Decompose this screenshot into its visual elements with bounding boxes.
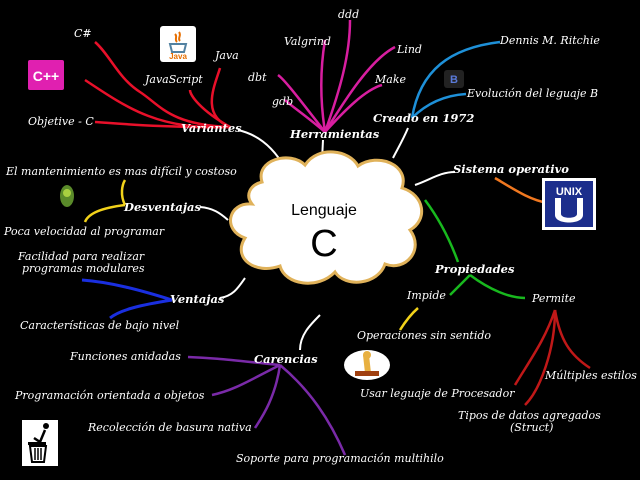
leaf-javascript[interactable]: JavaScript: [145, 73, 203, 86]
link-ddd: [323, 19, 352, 133]
leaf-modulares-line2[interactable]: programas modulares: [22, 262, 145, 275]
leaf-modulares-line1[interactable]: Facilidad para realizar: [18, 250, 145, 263]
leaf-ddd[interactable]: ddd: [338, 8, 360, 21]
node-ventajas[interactable]: Ventajas: [170, 292, 225, 306]
permite-connectors: [513, 309, 591, 406]
leaf-tipos-line1[interactable]: Tipos de datos agregados: [458, 409, 601, 422]
cartoon-figure-icon: [343, 347, 391, 381]
leaf-lenta[interactable]: Poca velocidad al programar: [4, 225, 165, 238]
trash-bin-icon: [22, 420, 58, 466]
link-gdb: [284, 99, 326, 133]
leaf-multiples[interactable]: Múltiples estilos: [545, 369, 637, 382]
ventajas-connectors: [81, 278, 173, 320]
link-csharp: [94, 41, 231, 129]
node-herramientas[interactable]: Herramientas: [290, 127, 380, 141]
leaf-objc[interactable]: Objetive - C: [28, 115, 94, 128]
java-logo-icon: Java: [160, 26, 196, 62]
link-mantenimiento: [120, 179, 127, 206]
link-objc: [94, 120, 231, 129]
leaf-lind[interactable]: Lind: [397, 43, 422, 56]
leaf-java[interactable]: Java: [215, 49, 239, 62]
link-modulares: [81, 278, 173, 302]
leaf-anidadas[interactable]: Funciones anidadas: [70, 350, 181, 363]
node-desventajas[interactable]: Desventajas: [124, 200, 201, 214]
link-center-creado: [392, 127, 409, 159]
creado-connectors: [410, 40, 501, 119]
variantes-connectors: [84, 41, 231, 129]
leaf-mantenimiento[interactable]: El mantenimiento es mas difícil y costos…: [6, 165, 237, 178]
node-sistema[interactable]: Sistema operativo: [453, 162, 569, 176]
link-javascript: [188, 89, 231, 129]
link-center-sistema: [414, 171, 456, 186]
desventajas-connectors: [83, 179, 127, 223]
link-basura: [253, 364, 282, 429]
node-propiedades[interactable]: Propiedades: [435, 262, 515, 276]
leaf-multihilo[interactable]: Soporte para programación multihilo: [236, 452, 444, 465]
link-ritchie: [410, 40, 501, 119]
b-logo-text: B: [450, 74, 458, 86]
leaf-procesador[interactable]: Usar leguaje de Procesador: [360, 387, 515, 400]
node-creado[interactable]: Creado en 1972: [373, 111, 475, 125]
link-poo: [211, 363, 281, 397]
slow-snail-icon: [58, 183, 76, 209]
center-letter: C: [310, 223, 338, 265]
link-center-propiedades: [423, 199, 460, 263]
link-anidadas: [187, 355, 281, 367]
link-impide: [449, 274, 471, 296]
link-lind: [323, 45, 396, 133]
cpp-logo-text: C++: [33, 68, 59, 84]
link-sistema-unix: [494, 176, 549, 205]
leaf-evolucion[interactable]: Evolución del leguaje B: [467, 87, 599, 100]
leaf-make[interactable]: Make: [375, 73, 406, 86]
center-title: Lenguaje: [291, 202, 357, 219]
leaf-operaciones[interactable]: Operaciones sin sentido: [357, 329, 492, 342]
leaf-impide[interactable]: Impide: [407, 289, 446, 302]
java-logo-text: Java: [169, 52, 187, 61]
link-lenta: [83, 203, 126, 223]
leaf-poo[interactable]: Programación orientada a objetos: [15, 389, 205, 402]
link-make: [324, 83, 383, 133]
center-cloud: [229, 150, 424, 285]
leaf-basura[interactable]: Recolección de basura nativa: [88, 421, 252, 434]
leaf-ritchie[interactable]: Dennis M. Ritchie: [500, 34, 600, 47]
node-carencias[interactable]: Carencias: [254, 352, 318, 366]
leaf-bajo-nivel[interactable]: Características de bajo nivel: [20, 319, 180, 332]
carencias-connectors: [187, 355, 347, 456]
link-multihilo: [279, 364, 347, 456]
b-language-icon: B: [444, 70, 464, 88]
leaf-valgrind[interactable]: Valgrind: [284, 35, 331, 48]
link-valgrind: [320, 39, 327, 133]
cpp-logo-icon: C++: [28, 60, 64, 90]
leaf-csharp[interactable]: C#: [74, 27, 92, 40]
link-procesador: [513, 309, 557, 386]
link-bajo-nivel: [109, 298, 173, 320]
link-evolucion: [411, 92, 467, 119]
link-operaciones: [398, 307, 419, 331]
node-variantes[interactable]: Variantes: [181, 121, 242, 135]
link-dbt: [277, 73, 326, 133]
herramientas-connectors: [277, 19, 396, 133]
leaf-tipos-line2[interactable]: (Struct): [510, 421, 554, 434]
propiedades-connectors: [449, 273, 526, 300]
unix-logo-icon: UNIX: [542, 178, 596, 230]
link-center-ventajas: [219, 277, 246, 299]
link-tipos: [524, 309, 557, 406]
link-center-carencias: [299, 314, 321, 351]
link-permite: [469, 273, 526, 300]
leaf-dbt[interactable]: dbt: [248, 71, 267, 84]
leaf-permite[interactable]: Permite: [532, 292, 576, 305]
link-multiples: [553, 309, 591, 370]
leaf-gdb[interactable]: gdb: [272, 95, 294, 108]
unix-logo-text: UNIX: [556, 186, 583, 198]
link-center-desventajas: [199, 206, 229, 221]
